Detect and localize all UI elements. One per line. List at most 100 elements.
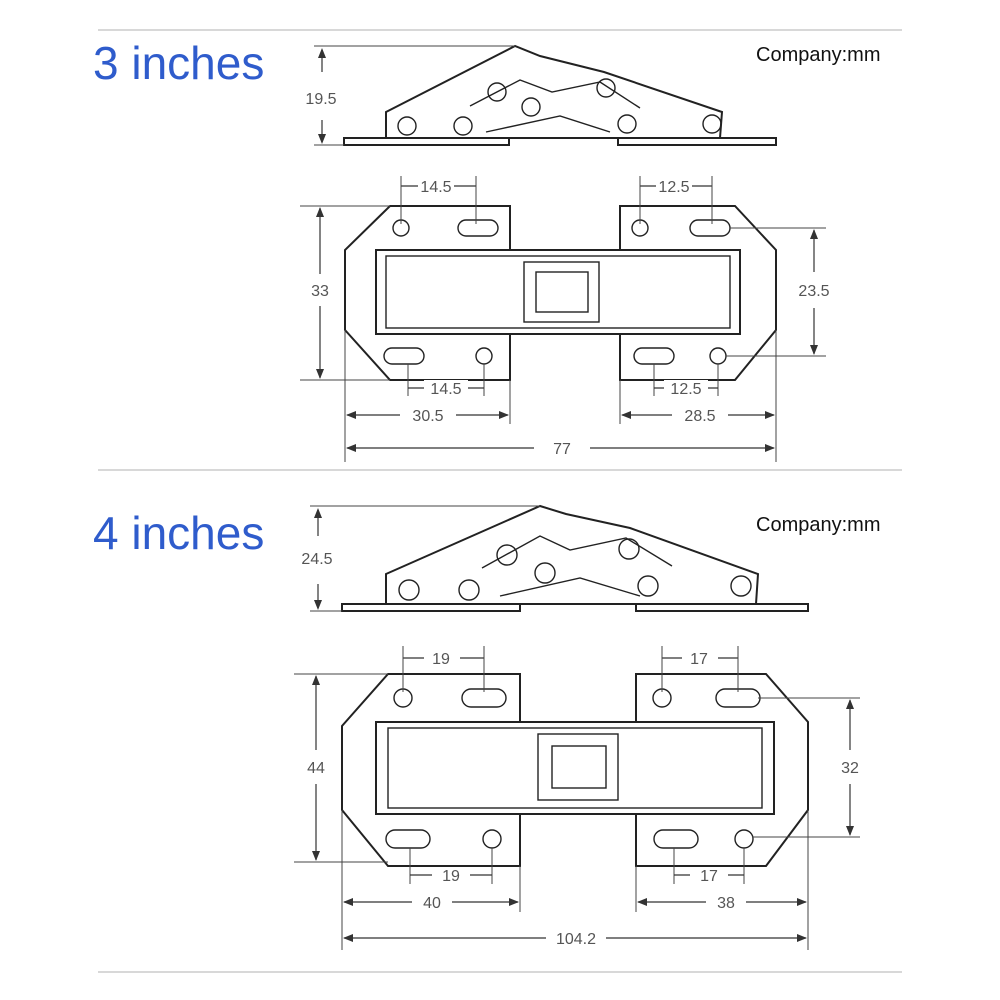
arrowhead (810, 345, 818, 355)
right-hole-top-label: 17 (690, 651, 708, 668)
label-background (400, 406, 456, 423)
left-wing-width-label: 40 (423, 895, 441, 912)
side-height-label: 19.5 (305, 91, 336, 108)
arrowhead (509, 898, 519, 906)
hinge-arm-profile (385, 504, 760, 605)
pivot-pin (521, 97, 541, 117)
label-background (672, 406, 728, 423)
arrowhead (765, 411, 775, 419)
arrowhead (343, 934, 353, 942)
arrowhead (810, 229, 818, 239)
pivot-pin (487, 82, 507, 102)
lower-link (485, 115, 611, 133)
base-plate-left (343, 137, 510, 146)
label-background (412, 893, 452, 910)
pivot-pin (618, 538, 640, 560)
label-background (424, 380, 468, 396)
pivot-pin (617, 114, 637, 134)
hinge-body-inner (387, 727, 763, 809)
arrowhead (637, 898, 647, 906)
hinge-side-view: 19.5 (305, 44, 777, 146)
arrowhead (343, 898, 353, 906)
hinge-3-inch-panel: 3 inches Company:mm 19.5 (0, 0, 1000, 470)
arrowhead (318, 134, 326, 144)
arrowhead (846, 699, 854, 709)
pivot-pin (458, 579, 480, 601)
slot-hole (653, 829, 699, 849)
pivot-pin (496, 544, 518, 566)
hinge-size-title: 4 inches (93, 507, 265, 559)
pivot-pin (397, 116, 417, 136)
label-background (546, 929, 606, 946)
unit-label: Company:mm (756, 44, 881, 66)
pivot-pin (702, 114, 722, 134)
right-hole-vertical-label: 32 (841, 760, 859, 777)
label-background (690, 867, 728, 883)
hinge-body (375, 249, 741, 335)
spring-housing-inner (535, 271, 589, 313)
inner-link (469, 79, 641, 109)
hinge-side-view: 24.5 (301, 504, 809, 612)
label-background (706, 893, 746, 910)
right-hole-bottom-label: 17 (700, 868, 718, 885)
slot-hole (385, 829, 431, 849)
arrowhead (316, 369, 324, 379)
arrowhead (318, 48, 326, 58)
front-height-label: 33 (311, 283, 329, 300)
hinge-body (375, 721, 775, 815)
pivot-pin (637, 575, 659, 597)
arrowhead (621, 411, 631, 419)
left-hole-top-label: 14.5 (420, 179, 451, 196)
base-plate-right (617, 137, 777, 146)
side-height-label: 24.5 (301, 551, 332, 568)
overall-length-label: 104.2 (556, 931, 596, 948)
right-hole-vertical-label: 23.5 (798, 283, 829, 300)
label-background (534, 439, 590, 456)
right-wing-width-label: 28.5 (684, 408, 715, 425)
pivot-pin (730, 575, 752, 597)
arrowhead (346, 411, 356, 419)
right-hole-top-label: 12.5 (658, 179, 689, 196)
hinge-3-inch-drawing: 19.5 14.5 12.5 (98, 29, 902, 462)
spring-housing (523, 261, 600, 323)
label-background (664, 380, 708, 396)
hinge-size-title: 3 inches (93, 37, 265, 89)
arrowhead (499, 411, 509, 419)
slot-hole (383, 347, 425, 365)
arrowhead (316, 207, 324, 217)
arrowhead (797, 898, 807, 906)
hinge-front-view: 14.5 12.5 33 23.5 14.5 (300, 176, 830, 462)
spring-housing-inner (551, 745, 607, 789)
arrowhead (846, 826, 854, 836)
arrowhead (346, 444, 356, 452)
label-background (418, 178, 454, 194)
right-hole-bottom-label: 12.5 (670, 381, 701, 398)
arrowhead (797, 934, 807, 942)
left-hole-bottom-label: 19 (442, 868, 460, 885)
arrowhead (312, 675, 320, 685)
pivot-pin (453, 116, 473, 136)
front-height-label: 44 (307, 760, 325, 777)
left-wing-width-label: 30.5 (412, 408, 443, 425)
pivot-pin (596, 78, 616, 98)
arrowhead (314, 508, 322, 518)
base-plate-left (341, 603, 521, 612)
inner-link (481, 535, 673, 569)
pivot-pin (398, 579, 420, 601)
base-plate-right (635, 603, 809, 612)
hinge-front-view: 19 17 44 32 19 (294, 646, 860, 950)
lower-link (499, 577, 641, 597)
label-background (424, 650, 460, 666)
slot-hole (457, 219, 499, 237)
unit-label: Company:mm (756, 514, 881, 536)
spring-housing (537, 733, 619, 801)
left-hole-bottom-label: 14.5 (430, 381, 461, 398)
pivot-pin (534, 562, 556, 584)
right-wing-width-label: 38 (717, 895, 735, 912)
hinge-body-inner (385, 255, 731, 329)
overall-length-label: 77 (553, 441, 571, 458)
label-background (432, 867, 470, 883)
label-background (656, 178, 692, 194)
left-hole-top-label: 19 (432, 651, 450, 668)
arrowhead (314, 600, 322, 610)
